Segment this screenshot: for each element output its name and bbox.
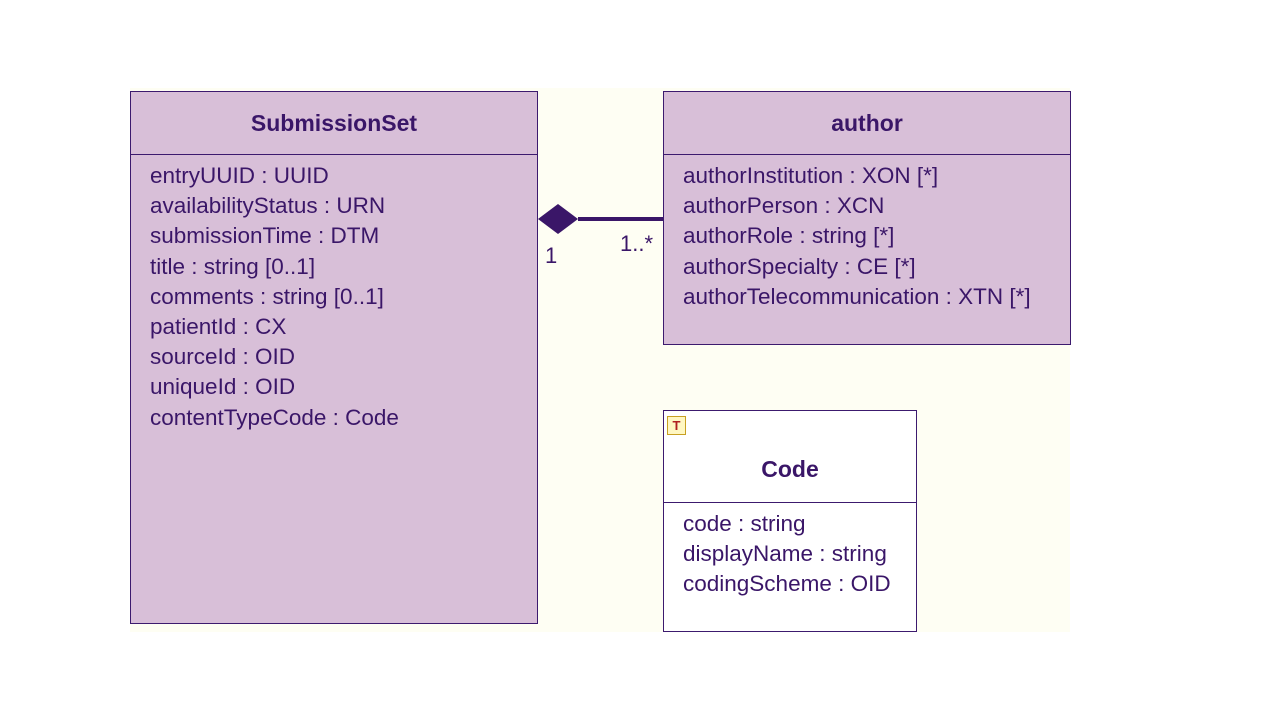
class-name: author [664,92,1070,155]
attribute: entryUUID : UUID [150,163,329,188]
type-stereotype-icon: T [667,416,686,435]
attribute: title : string [0..1] [150,253,316,279]
attribute: submissionTime : DTM [150,223,380,249]
class-name: Code [664,411,916,503]
attribute-list: code : string displayName : string codin… [664,503,916,600]
class-code[interactable]: T Code code : string displayName : strin… [663,410,917,632]
class-name: SubmissionSet [131,92,537,155]
source-multiplicity: 1 [545,243,558,268]
attribute: authorInstitution : XON [*] [683,163,939,188]
composition-diamond [538,204,578,234]
attribute: authorPerson : XCN [683,193,885,219]
attribute: uniqueId : OID [150,374,296,400]
attribute: displayName : string [683,541,887,567]
attribute: authorSpecialty : CE [*] [683,253,916,279]
attribute-list: entryUUID : UUID availabilityStatus : UR… [131,155,537,433]
attribute-list: authorInstitution : XON [*] authorPerson… [664,155,1070,312]
attribute: authorTelecommunication : XTN [*] [683,283,1031,309]
attribute: comments : string [0..1] [150,283,384,309]
class-submission-set[interactable]: SubmissionSet entryUUID : UUID availabil… [130,91,538,624]
attribute: codingScheme : OID [683,571,891,597]
class-author[interactable]: author authorInstitution : XON [*] autho… [663,91,1071,345]
attribute: sourceId : OID [150,344,296,370]
attribute: code : string [683,511,806,536]
attribute: patientId : CX [150,314,287,340]
attribute: authorRole : string [*] [683,223,895,249]
target-multiplicity: 1..* [620,231,654,256]
attribute: contentTypeCode : Code [150,404,399,430]
attribute: availabilityStatus : URN [150,193,386,219]
